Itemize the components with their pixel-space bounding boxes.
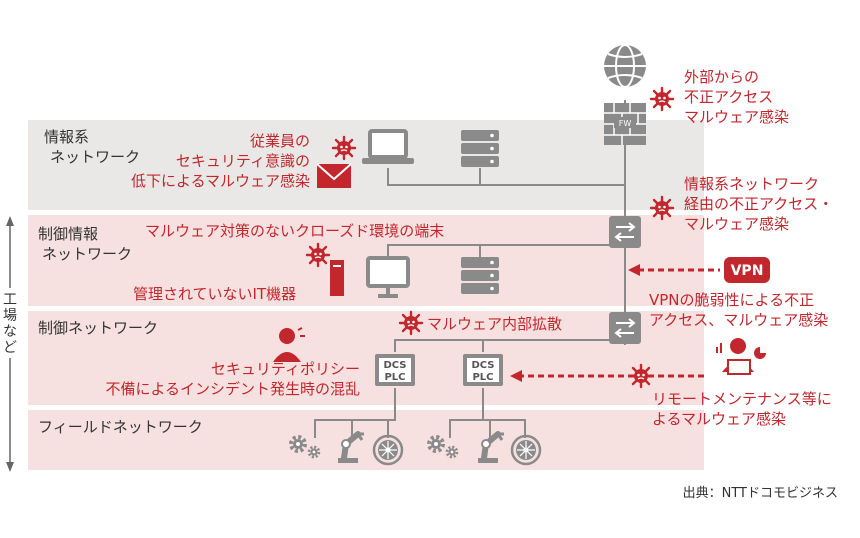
gear-small-icon — [307, 445, 321, 459]
threat-remote: リモートメンテナンス等に よるマルウェア感染 — [652, 389, 832, 429]
gear-icon — [289, 435, 307, 453]
fan-icon — [372, 434, 404, 466]
firewall-icon: FW — [604, 103, 646, 145]
vpn-badge: VPN — [724, 257, 770, 283]
virus-employee-icon — [331, 135, 357, 161]
threat-via-info-line3: マルウェア感染 — [684, 215, 790, 233]
threat-remote-line1: リモートメンテナンス等に — [652, 390, 832, 408]
zone-label-info-line1: 情報系 — [44, 128, 90, 146]
side-char-3: な — [3, 324, 17, 340]
threat-employee-line2: セキュリティ意識の — [175, 152, 310, 170]
unmanaged-tower-icon — [330, 260, 344, 296]
info-network-zone — [28, 120, 704, 210]
remote-maintenance-icon — [716, 338, 766, 375]
threat-remote-line2: よるマルウェア感染 — [652, 410, 786, 428]
virus-remote-icon — [628, 363, 654, 389]
virus-unmanaged-icon — [305, 242, 331, 268]
fw-label: FW — [619, 119, 632, 128]
threat-internal-spread: マルウェア内部拡散 — [427, 315, 563, 333]
threat-external-line3: マルウェア感染 — [684, 108, 790, 126]
virus-via-info-icon — [649, 195, 675, 221]
robot-arm-icon — [338, 434, 364, 463]
side-char-1: 工 — [3, 292, 17, 308]
fan-icon-2 — [510, 434, 542, 466]
plc-label-2: PLC — [472, 372, 493, 383]
control-info-switch-icon — [608, 215, 642, 249]
side-arrow-up — [6, 216, 14, 226]
threat-policy-line2: 不備によるインシデント発生時の混乱 — [105, 380, 360, 398]
zone-label-control-info-line2: ネットワーク — [42, 245, 133, 263]
threat-policy-line1: セキュリティポリシー — [210, 360, 360, 378]
threat-vpn-line1: VPNの脆弱性による不正 — [649, 291, 815, 309]
dcs-label-1: DCS — [383, 360, 406, 371]
threat-external-line2: 不正アクセス — [684, 88, 774, 106]
threat-policy: セキュリティポリシー 不備によるインシデント発生時の混乱 — [105, 359, 360, 399]
source-credit: 出典：NTTドコモビジネス — [682, 486, 838, 501]
control-info-server-icon — [461, 257, 499, 294]
info-server-icon — [461, 130, 499, 167]
robot-arm-icon-2 — [478, 434, 504, 463]
side-char-4: ど — [3, 340, 17, 356]
gear-icon-2 — [427, 435, 445, 453]
side-arrow-down — [6, 462, 14, 472]
threat-employee-line1: 従業員の — [249, 132, 310, 150]
threat-via-info: 情報系ネットワーク 経由の不正アクセス・ マルウェア感染 — [684, 174, 833, 234]
mail-icon — [316, 163, 352, 188]
threat-employee: 従業員の — [210, 131, 310, 151]
threat-via-info-line2: 経由の不正アクセス・ — [684, 195, 834, 213]
zone-label-control-info-line1: 制御情報 — [38, 225, 99, 243]
vpn-arrow-head — [628, 264, 640, 276]
confused-person-icon — [273, 327, 305, 362]
threat-via-info-line1: 情報系ネットワーク — [684, 175, 820, 193]
threat-employee-rest: セキュリティ意識の 低下によるマルウェア感染 — [131, 151, 310, 191]
dcs-label-2: DCS — [471, 360, 494, 371]
zone-label-field: フィールドネットワーク — [38, 418, 203, 436]
threat-external: 外部からの 不正アクセス マルウェア感染 — [684, 67, 789, 127]
zone-label-control-info: 制御情報 ネットワーク — [38, 224, 132, 264]
control-switch-icon — [608, 311, 642, 345]
plc-label-1: PLC — [384, 372, 405, 383]
internet-globe-icon — [604, 44, 646, 88]
threat-vpn-line2: アクセス、マルウェア感染 — [649, 311, 829, 329]
vpn-badge-label: VPN — [731, 263, 764, 279]
remote-arrow-head — [510, 370, 522, 382]
control-network-zone — [28, 311, 704, 405]
laptop-icon — [362, 129, 414, 164]
threat-unmanaged-it: 管理されていないIT機器 — [133, 285, 297, 303]
zone-label-info-line2: ネットワーク — [50, 148, 141, 166]
zone-label-info: 情報系 ネットワーク — [44, 127, 140, 167]
threat-employee-line3: 低下によるマルウェア感染 — [131, 172, 310, 190]
virus-spread-icon — [398, 310, 424, 336]
factory-side-label: 工 場 な ど — [2, 292, 18, 356]
terminal-monitor-icon — [366, 256, 410, 298]
gear-small-icon-2 — [445, 445, 459, 459]
threat-closed-env: マルウェア対策のないクローズド環境の端末 — [145, 222, 445, 240]
side-char-2: 場 — [3, 308, 17, 324]
threat-vpn: VPNの脆弱性による不正 アクセス、マルウェア感染 — [649, 290, 828, 330]
virus-external-icon — [649, 86, 675, 112]
zone-label-control: 制御ネットワーク — [38, 319, 159, 337]
threat-external-line1: 外部からの — [684, 68, 760, 86]
